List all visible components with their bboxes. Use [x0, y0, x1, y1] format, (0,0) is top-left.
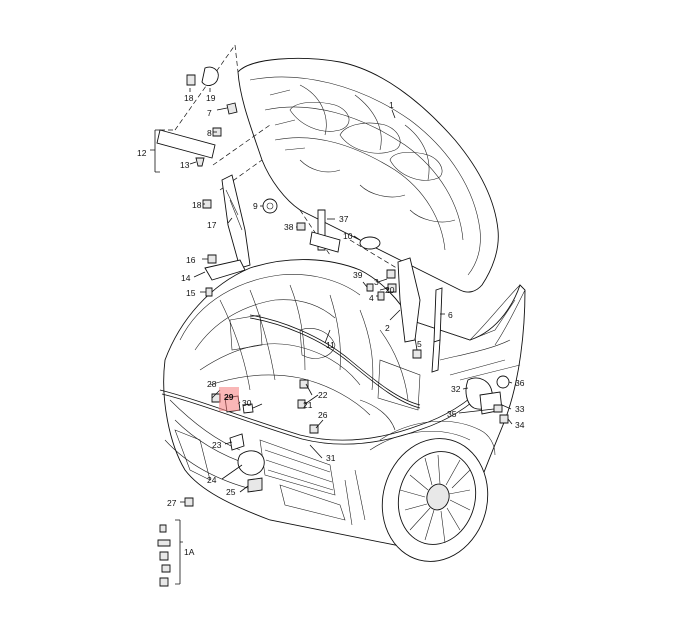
label-6: 6: [448, 310, 453, 320]
label-17: 17: [207, 220, 217, 230]
label-29-highlighted: 29: [224, 392, 234, 402]
label-18-mid: 18: [192, 200, 202, 210]
label-8: 8: [207, 128, 212, 138]
label-37: 37: [339, 214, 349, 224]
label-16: 16: [186, 255, 196, 265]
label-35: 35: [447, 409, 457, 419]
label-23: 23: [212, 440, 222, 450]
release-cable: [159, 314, 488, 445]
label-1a: 1A: [184, 547, 195, 557]
label-21: 21: [303, 400, 313, 410]
label-26: 26: [318, 410, 328, 420]
label-10: 10: [343, 231, 353, 241]
label-9: 9: [253, 201, 258, 211]
label-1: 1: [389, 100, 394, 110]
label-30: 30: [242, 398, 252, 408]
label-27: 27: [167, 498, 177, 508]
label-3: 3: [374, 277, 379, 287]
small-parts: [156, 66, 510, 587]
highlight-box: [219, 387, 239, 411]
label-34: 34: [515, 420, 525, 430]
label-28: 28: [207, 379, 217, 389]
label-31: 31: [326, 453, 336, 463]
label-25: 25: [226, 487, 236, 497]
label-12: 12: [137, 148, 147, 158]
label-2: 2: [385, 323, 390, 333]
label-33: 33: [515, 404, 525, 414]
hood-illustration: [237, 57, 499, 293]
callout-labels: 1 1A 2 3 4 5 6 7 8 9 10 11 12 13 14 15 1…: [137, 93, 525, 557]
label-19: 19: [206, 93, 216, 103]
label-4: 4: [369, 293, 374, 303]
label-32: 32: [451, 384, 461, 394]
label-38: 38: [284, 222, 294, 232]
label-7: 7: [207, 108, 212, 118]
label-18-top: 18: [184, 93, 194, 103]
label-15: 15: [186, 288, 196, 298]
label-20: 20: [385, 285, 395, 295]
label-36: 36: [515, 378, 525, 388]
label-13: 13: [180, 160, 190, 170]
label-11: 11: [326, 340, 335, 350]
leader-lines: [150, 88, 513, 585]
front-wheel: [381, 438, 489, 562]
label-14: 14: [181, 273, 191, 283]
label-22: 22: [318, 390, 328, 400]
label-39: 39: [353, 270, 363, 280]
label-24: 24: [207, 475, 217, 485]
label-5: 5: [417, 339, 422, 349]
